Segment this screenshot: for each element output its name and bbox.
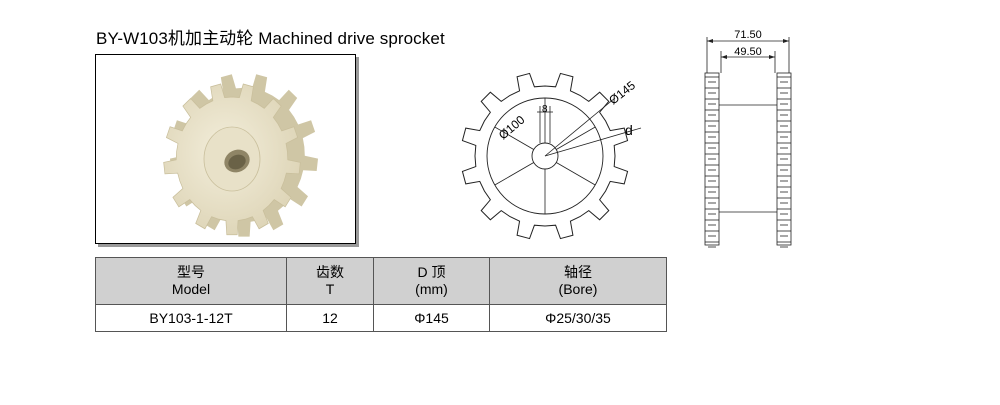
header-cn: D 顶 (417, 264, 446, 280)
header-model: 型号 Model (95, 257, 287, 305)
total-width-label: 71.50 (734, 29, 762, 41)
header-en: Model (171, 281, 211, 297)
keyway-label: 8 (542, 104, 548, 115)
spoke-line (556, 162, 596, 186)
cell-teeth: 12 (286, 304, 374, 332)
header-teeth: 齿数 T (286, 257, 374, 305)
spoke-line (494, 162, 534, 186)
cell-bore: Φ25/30/35 (489, 304, 667, 332)
inner-width-label: 49.50 (734, 46, 762, 58)
inner-diameter-label: Ø100 (496, 112, 528, 142)
outer-diameter-label: Ø145 (606, 78, 638, 107)
cell-model: BY103-1-12T (95, 304, 287, 332)
table-header-row: 型号 Model 齿数 T D 顶 (mm) 轴径 (Bore) (95, 257, 667, 305)
side-view-drawing: 71.50 49.50 (704, 29, 792, 248)
header-cn: 轴径 (564, 264, 592, 280)
header-bore: 轴径 (Bore) (489, 257, 667, 305)
header-cn: 齿数 (316, 264, 344, 280)
cell-diameter: Φ145 (373, 304, 490, 332)
header-en: (mm) (415, 281, 448, 297)
header-diameter: D 顶 (mm) (373, 257, 490, 305)
header-en: (Bore) (558, 281, 598, 297)
depth-label: d (625, 122, 633, 138)
spoke-line (556, 126, 596, 150)
page-title: BY-W103机加主动轮 Machined drive sprocket (96, 29, 445, 48)
table-row: BY103-1-12T 12 Φ145 Φ25/30/35 (95, 304, 667, 332)
spec-table: 型号 Model 齿数 T D 顶 (mm) 轴径 (Bore) BY103-1… (95, 257, 667, 332)
header-en: T (325, 281, 335, 297)
spoke-line (494, 126, 534, 150)
sprocket-outline (461, 72, 629, 240)
sprocket-photo (95, 54, 356, 244)
sprocket-photo-graphic (163, 74, 319, 237)
front-view-drawing: 8 Ø145 Ø100 d (461, 72, 642, 240)
header-cn: 型号 (177, 264, 205, 280)
